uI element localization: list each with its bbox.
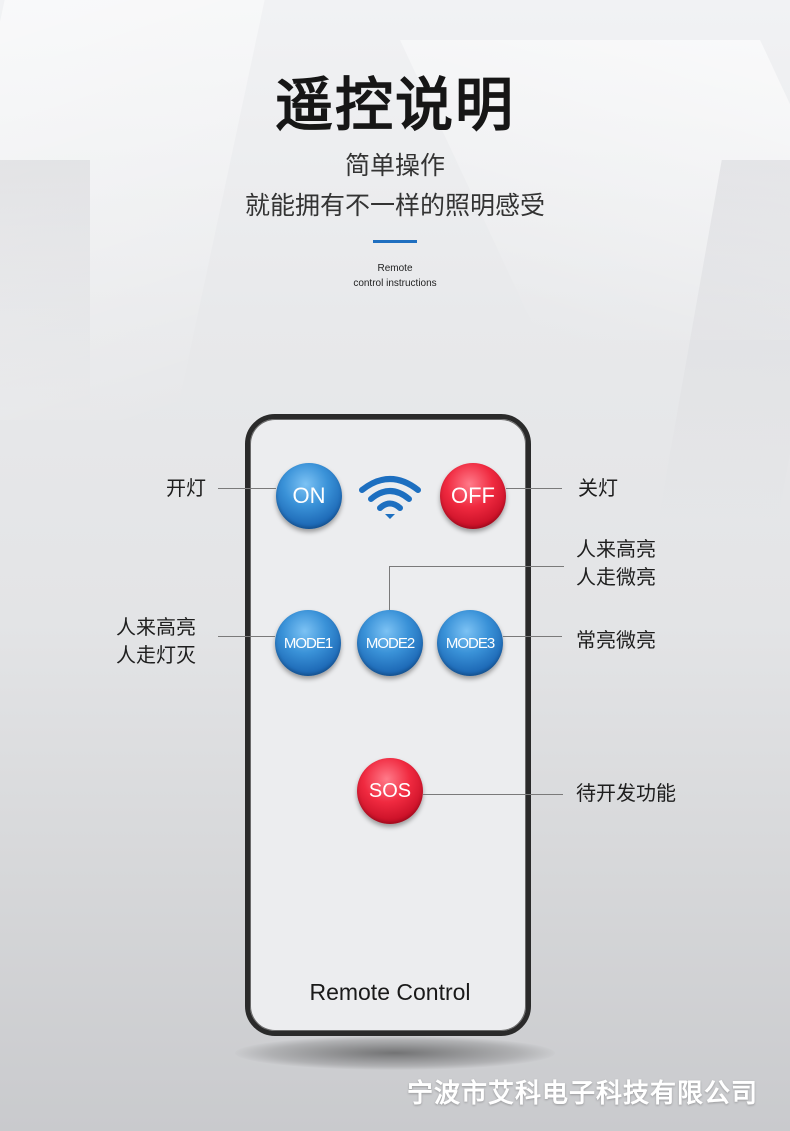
off-button[interactable]: OFF [440,463,506,529]
callout-mode3: 常亮微亮 [576,628,656,652]
callout-on: 开灯 [166,476,206,500]
mode1-button[interactable]: MODE1 [275,610,341,676]
callout-mode1-line-2: 人走灯灭 [116,643,196,667]
callout-mode1-line-1: 人来高亮 [116,615,196,639]
subtitle-line-1: 简单操作 [344,151,445,180]
sos-button[interactable]: SOS [357,758,423,824]
callout-mode2-line-1: 人来高亮 [576,537,656,561]
callout-line-off [506,488,562,489]
on-button[interactable]: ON [276,463,342,529]
remote-brand-label: Remote Control [309,979,471,1005]
callout-sos: 待开发功能 [576,781,676,805]
callout-line-sos [423,794,563,795]
mode2-button[interactable]: MODE2 [357,610,423,676]
english-caption-line-2: control instructions [353,278,437,289]
english-caption-line-1: Remote [377,263,413,274]
callout-line-mode2-horizontal [389,566,564,567]
accent-divider [373,240,417,243]
callout-line-mode2-vertical [389,566,390,610]
subtitle-line-2: 就能拥有不一样的照明感受 [244,191,545,220]
page-title: 遥控说明 [274,71,515,139]
callout-off: 关灯 [578,476,618,500]
mode3-button[interactable]: MODE3 [437,610,503,676]
callout-line-mode1 [218,636,275,637]
callout-line-on [218,488,276,489]
callout-line-mode3 [503,636,562,637]
remote-shadow [235,1036,555,1070]
wifi-icon [359,476,421,519]
company-watermark: 宁波市艾科电子科技有限公司 [406,1079,758,1109]
callout-mode2-line-2: 人走微亮 [576,565,656,589]
